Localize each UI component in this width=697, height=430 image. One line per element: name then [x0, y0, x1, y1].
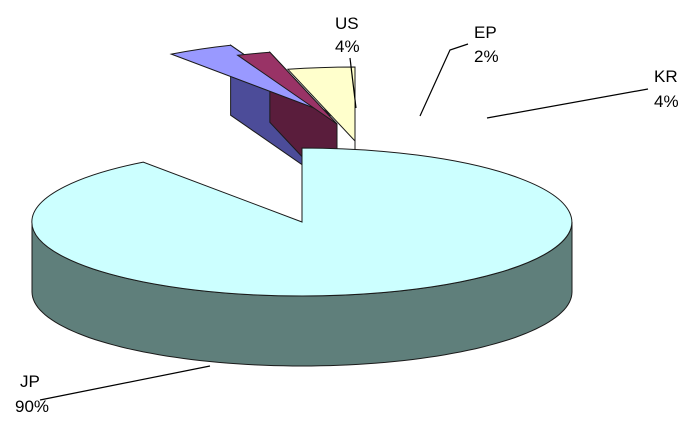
slice-label-JP-name: JP — [20, 372, 40, 391]
slice-label-US-value: 4% — [335, 37, 360, 56]
slice-label-KR-value: 4% — [654, 92, 679, 111]
slice-label-US-name: US — [335, 14, 359, 33]
leader-line-JP — [39, 365, 211, 401]
slice-label-KR-name: KR — [654, 67, 678, 86]
leader-line-US — [349, 57, 357, 109]
slice-label-EP-name: EP — [474, 23, 497, 42]
slice-label-EP-value: 2% — [474, 47, 499, 66]
leader-line-EP — [419, 43, 469, 117]
slice-US-top — [169, 44, 331, 115]
slice-KR-top — [286, 66, 356, 143]
slice-label-JP-value: 90% — [15, 397, 49, 416]
slice-JP-top — [31, 147, 573, 297]
slice-EP-top — [236, 51, 338, 125]
leader-line-KR — [486, 88, 649, 119]
